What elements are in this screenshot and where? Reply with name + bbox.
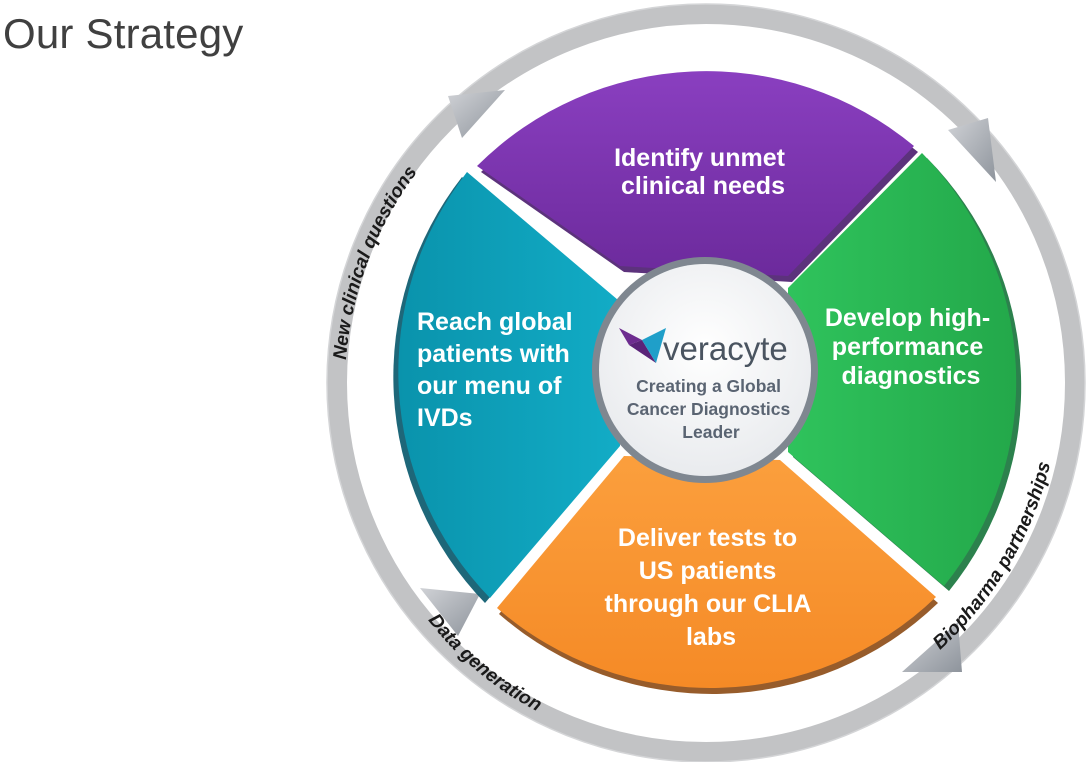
brand-name: veracyte <box>663 330 788 367</box>
quadrant-develop-diagnostics <box>788 153 1017 586</box>
quadrant-deliver-tests <box>497 456 936 688</box>
quadrant-bottom-text: Deliver tests to US patients through our… <box>605 524 818 651</box>
quadrant-right-text: Develop high- performance diagnostics <box>825 304 997 390</box>
veracyte-logo-icon <box>619 328 666 363</box>
quadrant-top-text: Identify unmet clinical needs <box>614 144 792 200</box>
quadrant-reach-global <box>398 172 620 598</box>
arrowhead-upper-right-icon <box>948 118 996 182</box>
arrowhead-lower-left-icon <box>420 588 480 636</box>
quadrant-left-text: Reach global patients with our menu of I… <box>417 308 580 432</box>
cycle-ring <box>326 3 1086 762</box>
center-tagline: Creating a Global Cancer Diagnostics Lea… <box>627 376 795 442</box>
arrowhead-upper-left-icon <box>448 90 505 138</box>
page-title: Our Strategy <box>3 10 244 57</box>
center-circle <box>592 257 818 483</box>
arrowhead-lower-right-icon <box>902 622 962 672</box>
quadrant-identify-needs <box>477 71 914 276</box>
